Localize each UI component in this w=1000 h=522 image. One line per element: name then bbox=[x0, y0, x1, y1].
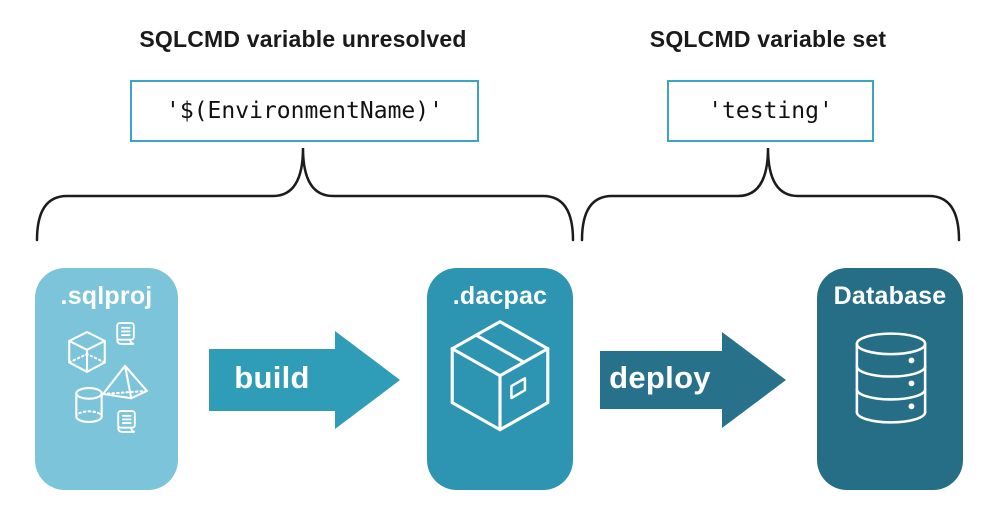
stage-sqlproj: .sqlproj bbox=[35, 268, 178, 490]
stage-sqlproj-label: .sqlproj bbox=[60, 282, 153, 310]
deploy-arrow bbox=[600, 332, 786, 428]
code-box-environment-name: '$(EnvironmentName)' bbox=[130, 80, 479, 142]
script-icon bbox=[116, 322, 135, 345]
stage-dacpac-label: .dacpac bbox=[452, 282, 548, 310]
build-arrow-label: build bbox=[234, 360, 310, 395]
stage-dacpac: .dacpac bbox=[427, 268, 573, 490]
script-icon bbox=[117, 410, 136, 433]
code-text-testing: 'testing' bbox=[708, 98, 833, 124]
right-brace-icon bbox=[580, 147, 961, 242]
left-brace-icon bbox=[35, 147, 575, 242]
package-icon bbox=[450, 320, 550, 432]
pyramid-icon bbox=[102, 364, 148, 400]
code-text-environment-name: '$(EnvironmentName)' bbox=[166, 98, 443, 124]
database-icon bbox=[855, 332, 927, 424]
stage-database: Database bbox=[817, 268, 963, 490]
cube-icon bbox=[68, 331, 106, 373]
build-arrow bbox=[209, 331, 400, 429]
code-box-testing: 'testing' bbox=[667, 80, 874, 142]
deploy-arrow-label: deploy bbox=[609, 360, 711, 395]
heading-variable-set: SQLCMD variable set bbox=[649, 26, 887, 52]
cylinder-icon bbox=[75, 387, 103, 423]
heading-variable-unresolved: SQLCMD variable unresolved bbox=[139, 26, 467, 52]
stage-database-label: Database bbox=[833, 282, 947, 310]
